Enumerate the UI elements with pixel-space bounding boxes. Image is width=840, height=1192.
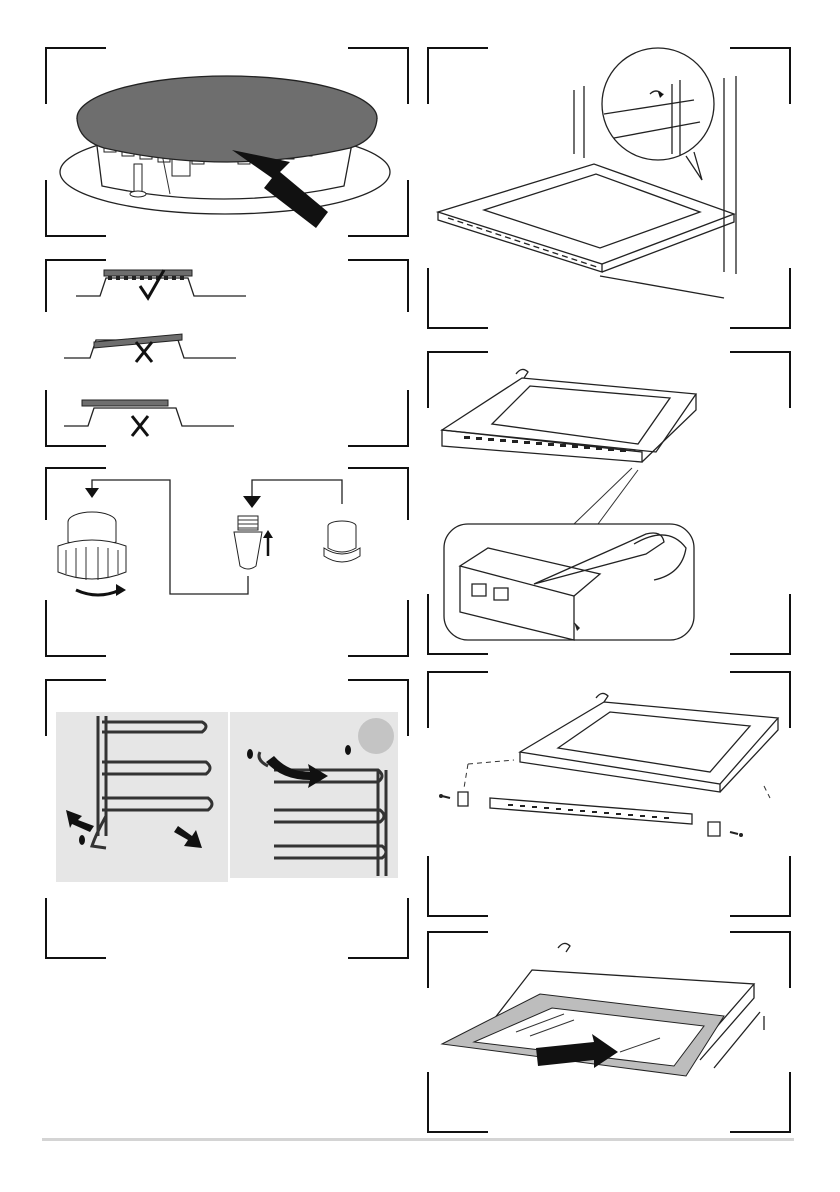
hinge-detail-icon — [602, 48, 714, 180]
trim-bar — [490, 798, 692, 824]
door-trim-figure — [424, 348, 794, 658]
door-icon — [442, 369, 696, 462]
shelf-rack-figure — [42, 676, 412, 962]
burner-cap-figure — [42, 44, 412, 242]
lamp-cover-icon — [58, 512, 126, 580]
glass-cover-icon — [324, 521, 360, 562]
door-icon — [520, 693, 778, 792]
cap-position-figure — [42, 256, 412, 450]
burner-cap-icon — [60, 76, 390, 214]
footer-rule — [42, 1138, 794, 1141]
door-exploded-figure — [424, 668, 794, 920]
glass-removal-figure — [424, 928, 794, 1136]
oven-door-hinge-figure — [424, 44, 794, 332]
figure-frame-corners — [428, 672, 790, 916]
glass-panel-icon — [442, 994, 724, 1076]
connector-arrows — [85, 480, 342, 594]
lamp-replacement-figure — [42, 464, 412, 660]
screwdriver-icon — [444, 524, 694, 640]
cross-mark-icon — [136, 342, 152, 362]
rotate-arrow-icon — [76, 590, 120, 595]
step-badge — [358, 718, 394, 754]
bulb-icon — [234, 516, 273, 569]
cap-offset-diagram — [64, 400, 234, 426]
cross-mark-icon — [132, 416, 148, 436]
figure-frame-corners — [46, 260, 408, 446]
